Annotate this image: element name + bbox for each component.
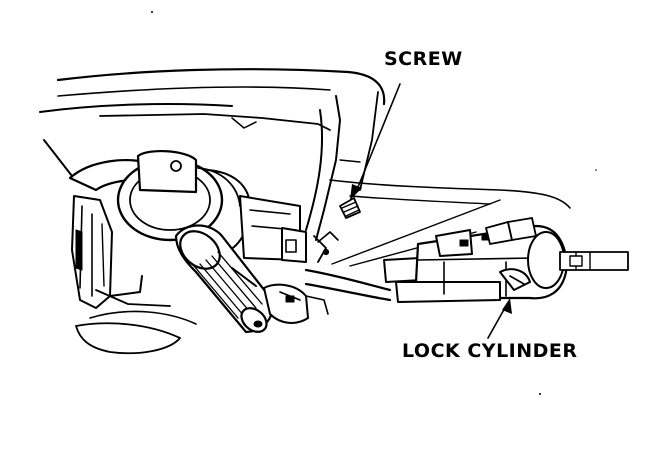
connecting-rod bbox=[304, 268, 392, 302]
lock-cylinder bbox=[383, 217, 629, 303]
lock-cylinder-leader bbox=[487, 298, 512, 339]
print-specks bbox=[151, 11, 597, 395]
column-housing bbox=[116, 149, 307, 263]
lock-cylinder-label: LOCK CYLINDER bbox=[402, 340, 578, 362]
screw-leader bbox=[350, 83, 401, 200]
column-bracket bbox=[43, 139, 197, 355]
screw-part bbox=[313, 197, 361, 263]
screw-label: SCREW bbox=[384, 48, 463, 70]
dashboard-outline bbox=[39, 68, 571, 241]
steering-shaft bbox=[174, 224, 274, 334]
switch-assembly bbox=[231, 267, 329, 324]
